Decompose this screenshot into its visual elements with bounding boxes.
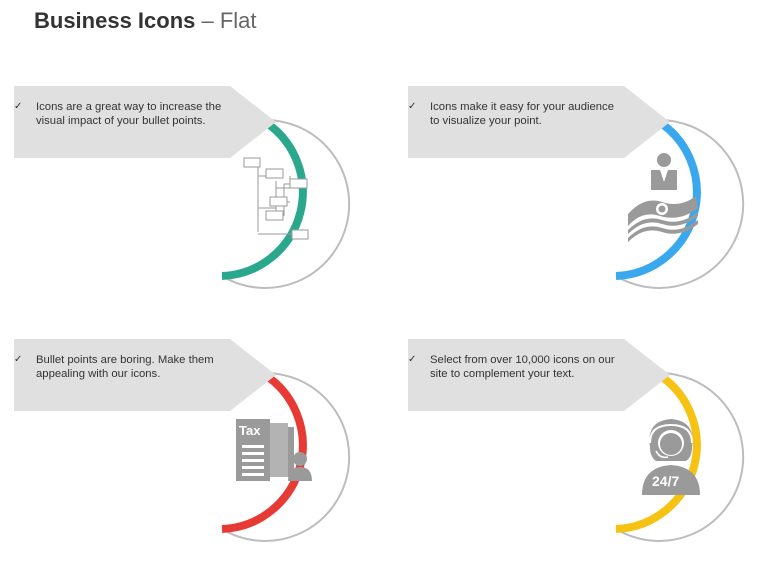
tax-label: Tax (239, 423, 261, 438)
check-icon: ✓ (14, 354, 23, 365)
page-title: Business Icons – Flat (34, 8, 257, 34)
icon-block-2: ✓ Icons make it easy for your audience t… (408, 86, 753, 291)
callout-4: ✓ Select from over 10,000 icons on our s… (408, 339, 670, 411)
check-icon: ✓ (408, 354, 417, 365)
callout-3: ✓ Bullet points are boring. Make them ap… (14, 339, 276, 411)
hours-label: 24/7 (652, 473, 680, 489)
tax-document-person-icon: Tax (234, 419, 314, 485)
support-agent-24-7-icon: 24/7 (636, 411, 706, 495)
ring-4 (615, 369, 745, 542)
icon-block-1: ✓ Icons are a great way to increase the … (14, 86, 359, 291)
callout-text-2: Icons make it easy for your audience to … (430, 101, 614, 127)
callout-1: ✓ Icons are a great way to increase the … (14, 86, 276, 158)
ring-2 (615, 116, 745, 289)
ring-accent-4 (615, 369, 701, 533)
check-icon: ✓ (14, 101, 23, 112)
callout-text-4: Select from over 10,000 icons on our sit… (430, 354, 615, 380)
title-light: Flat (219, 8, 257, 33)
flowchart-icon (243, 157, 309, 240)
ring-1 (221, 116, 351, 289)
icon-block-3: ✓ Bullet points are boring. Make them ap… (14, 339, 359, 544)
icon-block-4: ✓ Select from over 10,000 icons on our s… (408, 339, 753, 544)
title-separator: – (195, 8, 220, 33)
title-bold: Business Icons (34, 8, 196, 33)
check-icon: ✓ (408, 101, 417, 112)
callout-2: ✓ Icons make it easy for your audience t… (408, 86, 670, 158)
callout-text-1: Icons are a great way to increase the vi… (36, 101, 222, 127)
ring-accent-1 (221, 116, 307, 280)
callout-text-3: Bullet points are boring. Make them appe… (36, 354, 214, 380)
businessman-money-icon (628, 153, 698, 242)
ring-accent-2 (615, 116, 701, 280)
